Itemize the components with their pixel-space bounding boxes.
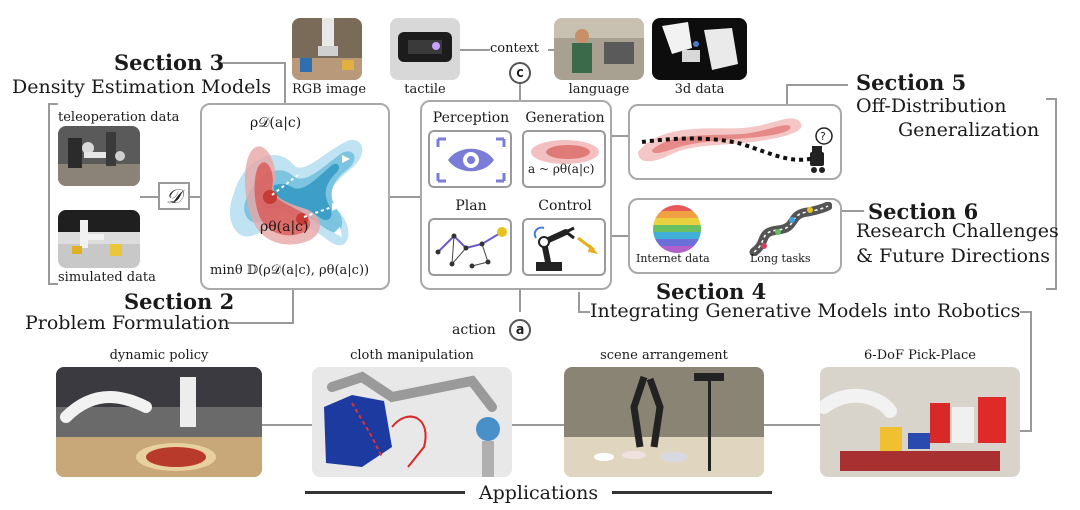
- connector-line: [578, 292, 580, 312]
- rho-d-label: ρ𝒟(a|c): [250, 115, 302, 131]
- section-3-title: Density Estimation Models: [12, 76, 272, 98]
- density-plot: [229, 139, 363, 246]
- app-label-dynamic-policy: dynamic policy: [109, 348, 209, 363]
- connector-line: [190, 196, 202, 198]
- perception-label: Perception: [432, 110, 510, 126]
- section-4-number: Section 4: [656, 279, 767, 304]
- connector-line: [786, 84, 788, 104]
- plan-module: [428, 218, 512, 276]
- context-label: context: [490, 41, 539, 56]
- connector-line: [222, 62, 284, 64]
- 3d-data-photo: [652, 18, 747, 80]
- app-link-line: [512, 424, 564, 426]
- context-down-line: [519, 82, 521, 100]
- applications-rule: [612, 491, 772, 494]
- connector-line: [292, 290, 294, 324]
- action-down-line: [519, 290, 521, 312]
- data-bracket-line: [48, 283, 58, 285]
- long-tasks-label: Long tasks: [750, 252, 811, 265]
- section-bracket-line: [1046, 98, 1057, 100]
- language-label: language: [568, 82, 630, 97]
- robot-arm-icon: [533, 226, 598, 271]
- connector-line: [786, 84, 848, 86]
- app-label-cloth-manipulation: cloth manipulation: [350, 348, 474, 363]
- generation-formula: a ~ ρθ(a|c): [528, 162, 595, 176]
- rgb-image-photo: [292, 18, 362, 80]
- connector-line: [578, 311, 590, 313]
- off-distribution-graphic: ?: [638, 118, 833, 173]
- simulated-label: simulated data: [58, 270, 156, 285]
- connector-line: [284, 62, 286, 104]
- connector-line: [140, 196, 158, 198]
- action-label: action: [452, 322, 496, 338]
- 3d-data-label: 3d data: [674, 82, 725, 97]
- section-bracket-line: [1055, 98, 1057, 290]
- language-photo: [554, 18, 644, 80]
- challenges-panel: Internet data Long tasks: [628, 198, 842, 274]
- internet-data-label: Internet data: [636, 252, 710, 265]
- section-2-number: Section 2: [124, 289, 235, 314]
- objective-formula: minθ 𝔻(ρ𝒟(a|c), ρθ(a|c)): [210, 263, 370, 278]
- rho-theta-label: ρθ(a|c): [260, 219, 309, 235]
- control-module: [522, 218, 606, 276]
- connector-line: [430, 49, 490, 51]
- perception-module: [428, 130, 512, 188]
- applications-rule: [305, 491, 465, 494]
- plan-graph-icon: [435, 227, 507, 269]
- long-tasks-road-icon: [749, 202, 832, 256]
- svg-text:?: ?: [820, 130, 826, 143]
- plan-label: Plan: [455, 198, 487, 214]
- action-symbol: a: [509, 319, 531, 341]
- dynamic-policy-photo: [56, 367, 262, 477]
- integration-panel: Perception Generation a ~ ρθ(a|c) Plan C…: [420, 100, 612, 290]
- section-2-title: Problem Formulation: [25, 312, 230, 334]
- connector-line: [228, 322, 294, 324]
- section-5-title-line1: Off-Distribution: [856, 95, 1007, 117]
- section-6-number: Section 6: [868, 199, 979, 224]
- app-link-line: [764, 424, 820, 426]
- section-3-number: Section 3: [114, 50, 225, 75]
- section-6-title-line2: & Future Directions: [856, 245, 1051, 267]
- app-label-scene-arrangement: scene arrangement: [600, 348, 728, 363]
- connector-line: [1030, 311, 1032, 431]
- connector-line: [842, 210, 864, 212]
- off-distribution-panel: ?: [628, 104, 842, 180]
- generation-density-graphic: [531, 140, 599, 164]
- section-5-title-line2: Generalization: [898, 119, 1040, 141]
- data-bracket-line: [48, 103, 58, 105]
- data-bracket-line: [48, 103, 50, 285]
- section-6-title-line1: Research Challenges: [856, 220, 1059, 242]
- teleoperation-photo: [58, 126, 140, 186]
- connector-line: [612, 235, 628, 237]
- simulated-photo: [58, 210, 140, 268]
- section-bracket-line: [1046, 288, 1057, 290]
- applications-title: Applications: [478, 482, 599, 504]
- section-5-number: Section 5: [856, 70, 967, 95]
- connector-line: [1020, 430, 1032, 432]
- connector-line: [612, 135, 628, 137]
- teleoperation-label: teleoperation data: [58, 110, 180, 125]
- 6dof-pick-place-photo: [820, 367, 1020, 477]
- section-4-title: Integrating Generative Models into Robot…: [590, 300, 1021, 322]
- density-panel: ρ𝒟(a|c) ρθ(a|c) minθ 𝔻(ρ𝒟(a|c), ρθ(a|c)): [200, 103, 390, 290]
- connector-line: [1020, 311, 1032, 313]
- tactile-photo: [390, 18, 460, 80]
- eye-icon: [436, 137, 506, 183]
- scene-arrangement-photo: [564, 367, 764, 477]
- control-label: Control: [538, 198, 592, 214]
- generation-label: Generation: [525, 110, 605, 126]
- cloth-manipulation-photo: [312, 367, 512, 477]
- app-label-6dof-pick-place: 6-DoF Pick-Place: [864, 348, 976, 363]
- dataset-symbol-box: 𝒟: [158, 182, 190, 210]
- context-symbol: c: [509, 62, 531, 84]
- app-link-line: [262, 424, 312, 426]
- generation-module: a ~ ρθ(a|c): [522, 130, 606, 188]
- connector-line: [548, 49, 554, 51]
- rgb-image-label: RGB image: [292, 82, 367, 97]
- tactile-label: tactile: [404, 82, 446, 97]
- internet-data-globe-icon: [653, 205, 701, 253]
- connector-line: [388, 196, 420, 198]
